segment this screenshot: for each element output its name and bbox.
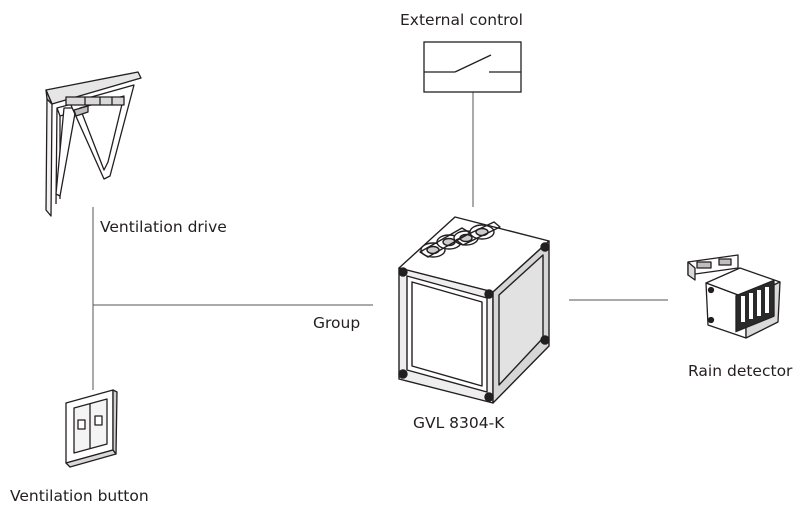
ventilation-button-label: Ventilation button [10, 487, 149, 505]
ventilation-window-icon [45, 71, 142, 217]
controller-box-icon [398, 216, 550, 404]
rain-detector-icon [687, 254, 781, 339]
external-control-label: External control [400, 11, 523, 29]
ventilation-button-icon [65, 389, 118, 468]
ventilation-drive-label: Ventilation drive [100, 218, 227, 236]
group-label: Group [313, 314, 361, 332]
connection-lines [92, 92, 668, 390]
rain-detector-label: Rain detector [688, 362, 793, 380]
controller-label: GVL 8304-K [413, 414, 505, 432]
external-control-switch-icon [423, 41, 522, 93]
